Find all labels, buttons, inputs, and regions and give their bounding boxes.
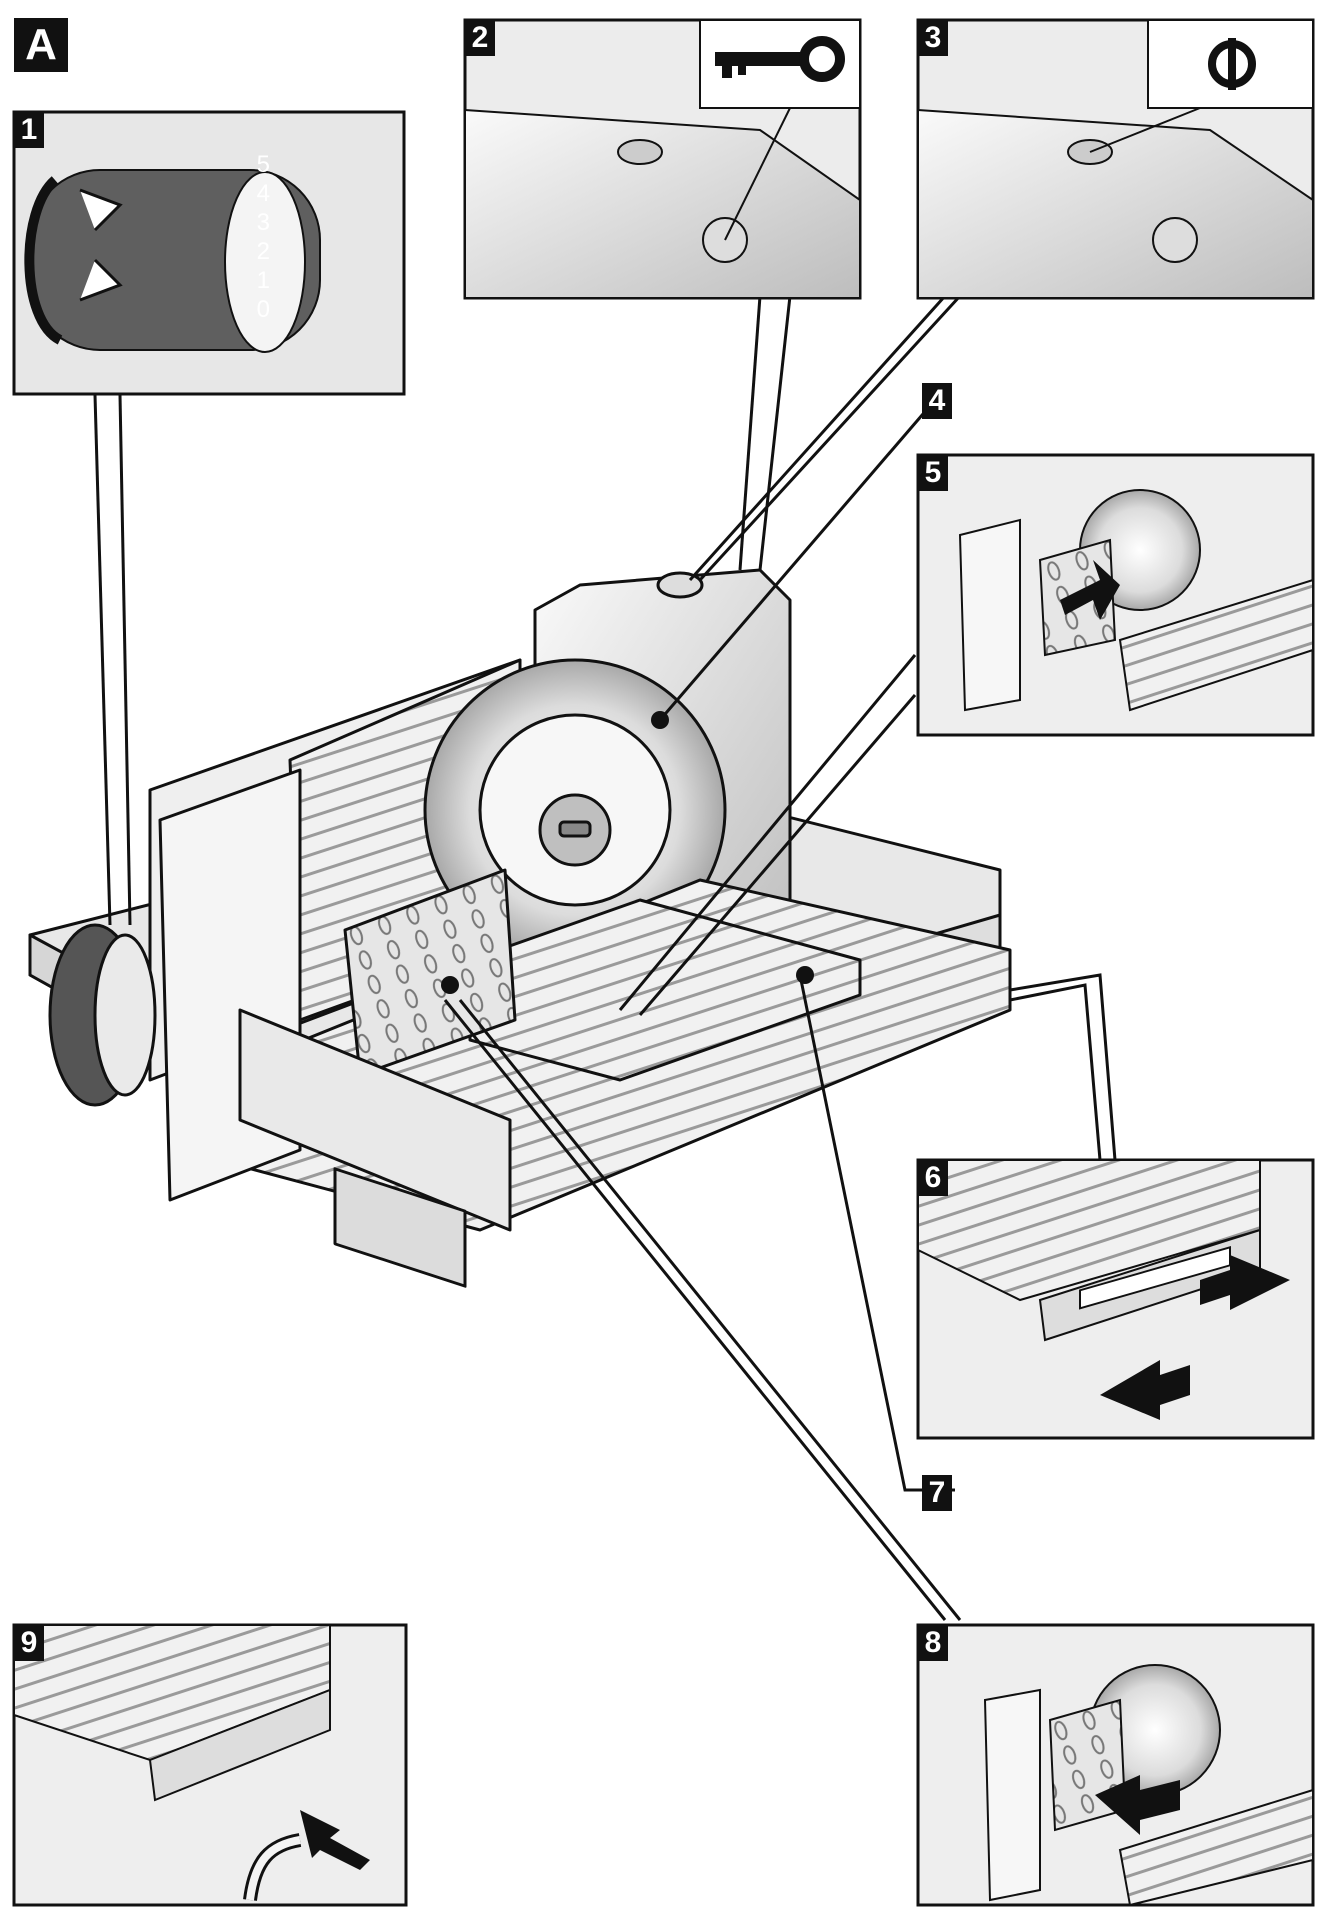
inset-6-tray xyxy=(916,1158,1315,1440)
inset-1-dial xyxy=(12,110,406,396)
callout-dot-8 xyxy=(441,976,459,994)
callout-8: 8 xyxy=(918,1625,948,1661)
callout-2: 2 xyxy=(465,20,495,56)
callout-4: 4 xyxy=(922,383,952,419)
callout-7: 7 xyxy=(922,1475,952,1511)
callout-3: 3 xyxy=(918,20,948,56)
end-piece-grip xyxy=(238,1008,512,1232)
power-icon xyxy=(1208,38,1256,90)
inset-3-power xyxy=(916,18,1315,300)
callout-5: 5 xyxy=(918,455,948,491)
inset-2-key xyxy=(463,18,862,300)
leader-lines xyxy=(93,294,1117,1621)
inset-9-cord xyxy=(12,1623,408,1907)
dial-mark: 5 xyxy=(256,151,270,178)
key-icon xyxy=(715,36,845,82)
food-pusher xyxy=(343,868,517,1077)
power-button xyxy=(656,571,704,599)
figure-label: A xyxy=(14,18,68,72)
slicer-main xyxy=(28,568,1012,1288)
callout-dot-7 xyxy=(796,966,814,984)
dial-mark: 0 xyxy=(256,296,270,323)
dial-scale: 5 4 3 2 1 0 xyxy=(210,150,270,330)
inset-5-pusher xyxy=(916,453,1315,737)
callout-6: 6 xyxy=(918,1160,948,1196)
callout-1: 1 xyxy=(14,112,44,148)
inset-8-fitting xyxy=(916,1623,1315,1907)
dial-mark: 1 xyxy=(256,267,270,294)
dial-mark: 4 xyxy=(256,180,270,207)
dial-mark: 2 xyxy=(256,238,270,265)
callout-9: 9 xyxy=(14,1625,44,1661)
callout-dot-4 xyxy=(651,711,669,729)
dial-mark: 3 xyxy=(256,209,270,236)
